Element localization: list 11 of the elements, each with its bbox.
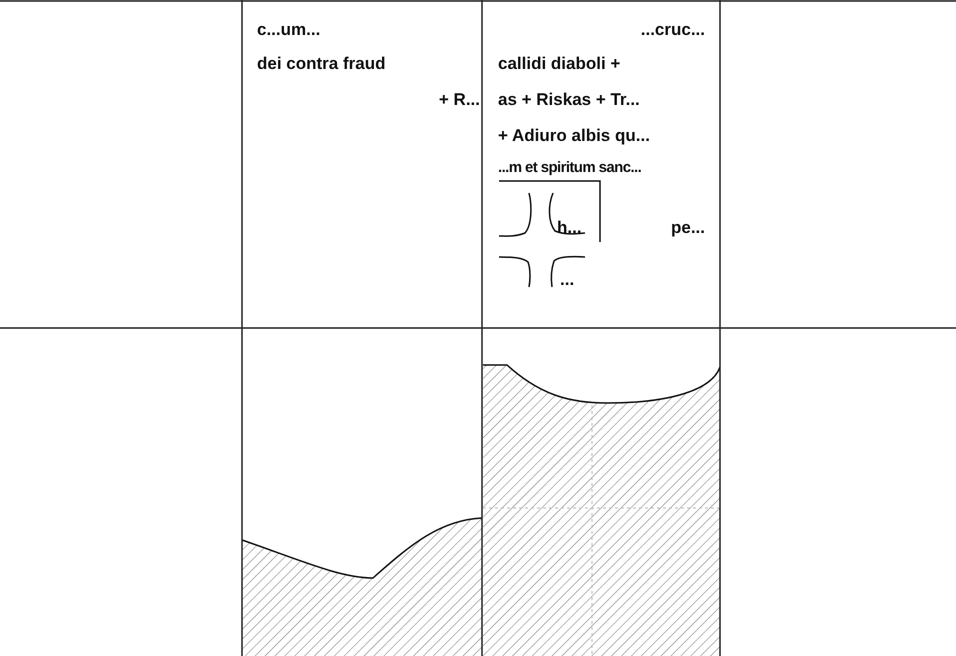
manuscript-text: ...m et spiritum sanc...	[498, 158, 642, 178]
manuscript-text: ...	[560, 270, 574, 290]
manuscript-text: pe...	[670, 218, 705, 238]
manuscript-text: h...	[557, 218, 582, 238]
manuscript-text: as + Riskas + Tr...	[498, 90, 640, 110]
manuscript-text: dei contra fraud	[257, 54, 386, 74]
manuscript-text: + Adiuro albis qu...	[498, 126, 650, 146]
manuscript-text: ...cruc...	[640, 20, 705, 40]
manuscript-text: callidi diaboli +	[498, 54, 620, 74]
manuscript-text: + R...	[438, 90, 480, 110]
manuscript-text: c...um...	[257, 20, 320, 40]
